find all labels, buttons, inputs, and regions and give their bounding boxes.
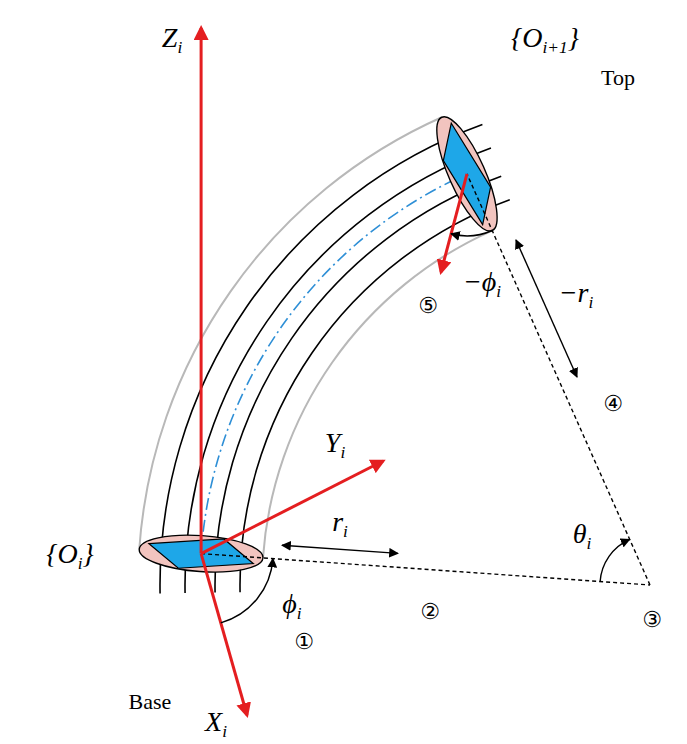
callout-number: ③ bbox=[642, 609, 662, 631]
top-frame-axis bbox=[441, 174, 467, 272]
dimension-label: −ri bbox=[559, 279, 594, 311]
main-text: ② bbox=[420, 599, 440, 624]
subscript-text: i bbox=[297, 604, 302, 623]
tendon-line bbox=[160, 125, 482, 594]
main-text: Base bbox=[129, 689, 172, 714]
subscript-text: i bbox=[496, 282, 501, 301]
tendon-line bbox=[185, 148, 491, 593]
center-line bbox=[201, 174, 467, 554]
construction-line bbox=[467, 174, 650, 585]
main-text: ϕ bbox=[282, 588, 297, 619]
subscript-text: i bbox=[222, 722, 227, 741]
axis-label: Xi bbox=[205, 708, 227, 740]
dimension-label: ri bbox=[332, 508, 348, 540]
main-text: r bbox=[332, 506, 343, 537]
dimension-arrow bbox=[516, 240, 577, 377]
callout-number: ④ bbox=[603, 393, 623, 415]
main-text: {O bbox=[46, 538, 77, 569]
tendon-line bbox=[215, 176, 501, 592]
main-text: {O bbox=[511, 22, 542, 53]
frame-label: {Oi} bbox=[46, 540, 93, 572]
angle-label: −ϕi bbox=[463, 268, 501, 300]
z-axis bbox=[200, 28, 203, 554]
main-text: Y bbox=[325, 427, 341, 458]
angle-arc bbox=[600, 539, 630, 581]
axis-label: Zi bbox=[162, 24, 182, 56]
main-text: } bbox=[83, 538, 94, 569]
outer-boundary-line bbox=[139, 117, 442, 549]
main-text: } bbox=[568, 22, 579, 53]
part-label: Base bbox=[129, 691, 172, 713]
main-text: Z bbox=[162, 22, 178, 53]
subscript-text: i bbox=[586, 534, 591, 553]
subscript-text: i+1 bbox=[543, 38, 568, 57]
main-text: ⑤ bbox=[418, 293, 438, 318]
subscript-text: i bbox=[78, 554, 83, 573]
main-text: θ bbox=[573, 518, 587, 549]
y-axis bbox=[201, 461, 383, 554]
tendon-line bbox=[240, 200, 510, 592]
main-text: −r bbox=[559, 277, 589, 308]
subscript-text: i bbox=[340, 443, 345, 462]
dimension-arrow bbox=[282, 545, 398, 553]
callout-number: ② bbox=[420, 601, 440, 623]
frame-label: {Oi+1} bbox=[511, 24, 579, 56]
x-axis bbox=[201, 554, 247, 715]
main-text: Top bbox=[601, 65, 635, 90]
axis-label: Yi bbox=[325, 429, 345, 461]
main-text: ④ bbox=[603, 391, 623, 416]
main-text: ① bbox=[294, 629, 314, 654]
main-text: −ϕ bbox=[463, 266, 496, 297]
angle-label: θi bbox=[573, 520, 592, 552]
callout-number: ⑤ bbox=[418, 295, 438, 317]
subscript-text: i bbox=[177, 38, 182, 57]
main-text: X bbox=[205, 706, 222, 737]
angle-arc bbox=[221, 559, 273, 623]
callout-number: ① bbox=[294, 631, 314, 653]
part-label: Top bbox=[601, 67, 635, 89]
angle-arc bbox=[451, 231, 492, 236]
angle-label: ϕi bbox=[282, 590, 301, 622]
subscript-text: i bbox=[343, 522, 348, 541]
main-text: ③ bbox=[642, 607, 662, 632]
subscript-text: i bbox=[588, 293, 593, 312]
